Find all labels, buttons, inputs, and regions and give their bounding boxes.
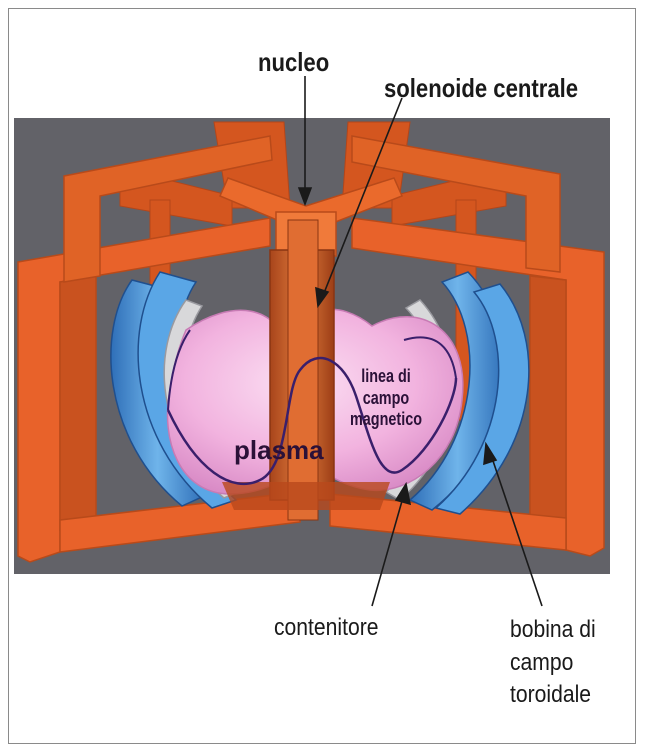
label-solenoide-centrale: solenoide centrale (384, 74, 578, 104)
label-nucleo: nucleo (258, 48, 329, 78)
label-plasma: plasma (234, 436, 324, 466)
label-bobina-di-campo-toroidale: bobina di campo toroidale (510, 614, 596, 712)
label-linea-di-campo-magnetico: linea di campo magnetico (318, 366, 454, 431)
label-contenitore: contenitore (274, 614, 379, 642)
core (288, 220, 318, 520)
